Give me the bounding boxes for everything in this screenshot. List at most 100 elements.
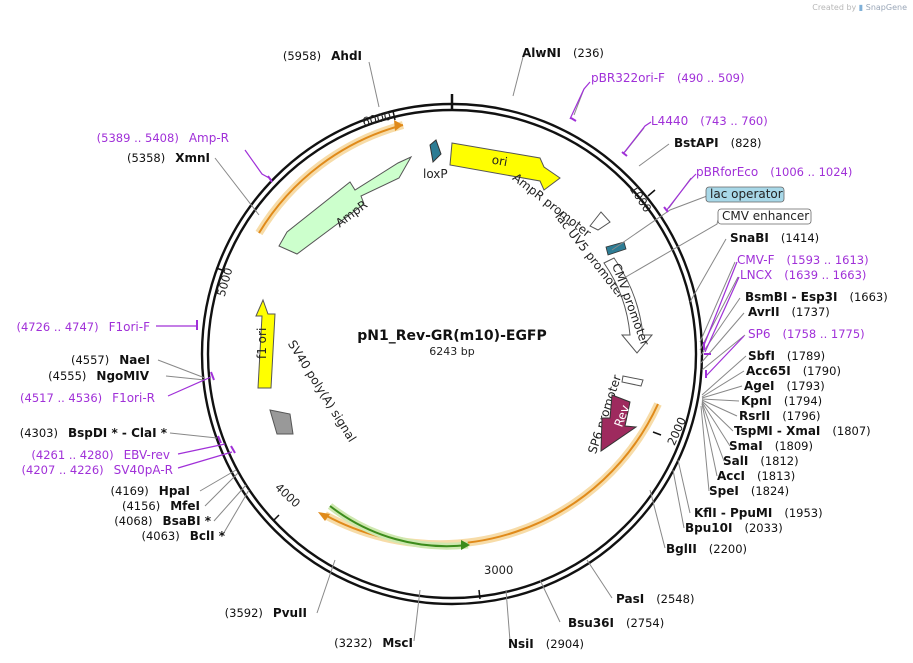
tick-2000 <box>652 431 662 436</box>
credit-brand: SnapGene <box>865 3 907 12</box>
lac-operator-box <box>705 186 785 203</box>
enzyme-msci: (3232)MscI <box>334 636 413 650</box>
leader-nsii <box>505 589 511 642</box>
leader-cmvf <box>699 261 736 343</box>
snapgene-credit: Created by ▮ SnapGene <box>812 3 907 12</box>
primer-leaders <box>156 81 745 469</box>
leader-acc65i <box>701 370 745 398</box>
leader-bsabi <box>213 484 247 522</box>
primer-leader-lncx <box>704 276 740 353</box>
enzyme-bspdi-clai: (4303)BspDI * - ClaI * <box>20 426 168 440</box>
tick-6000 <box>392 110 396 121</box>
leader-bsu36i <box>539 579 561 623</box>
green-feature-arrowhead <box>461 540 470 550</box>
primer-leader-cmvf <box>703 261 738 346</box>
leader-pasi <box>586 559 613 599</box>
ampr-promoter-arrow <box>589 211 611 231</box>
f1-ori-label: f1 ori <box>255 328 269 359</box>
enzyme-ahdi: (5958)AhdI <box>283 49 362 63</box>
f1-ori-feature-arrow <box>255 298 276 389</box>
enzyme-labels-right: AlwNI(236) BstAPI(828) SnaBI(1414) BsmBI… <box>508 46 888 651</box>
lac-operator-label: lac operator <box>710 187 783 201</box>
enzyme-hpai: (4169)HpaI <box>111 484 190 498</box>
leader-bglii <box>649 489 666 549</box>
enzyme-rsrii: RsrII(1796) <box>739 409 820 423</box>
primer-amp-r: (5389 .. 5408)Amp-R <box>97 131 229 145</box>
leader-avrii <box>700 312 745 364</box>
sv40-polya-label: SV40 poly(A) signal <box>285 338 359 445</box>
leader-lines <box>157 56 747 642</box>
lac-uv5-promoter-label: lac UV5 promoter <box>552 210 628 302</box>
leader-pvuii <box>316 559 336 614</box>
credit-prefix: Created by <box>812 3 857 12</box>
leader-alwni <box>512 56 524 97</box>
enzyme-sali: SalI(1812) <box>723 454 799 468</box>
leader-agei <box>701 385 743 399</box>
ampr-feature-arrow <box>278 155 413 255</box>
ampr-ring-arrowhead <box>394 120 403 131</box>
primer-leader-sv40 <box>177 451 233 469</box>
enzyme-kpni: KpnI(1794) <box>741 394 822 408</box>
ori-label: ori <box>491 153 509 169</box>
tick-label-3000: 3000 <box>484 563 513 577</box>
loxp-label: loxP <box>423 167 448 181</box>
primer-tick-ampr <box>267 175 273 183</box>
leader-tspmi <box>701 400 734 432</box>
primer-pbrforeco: pBRforEco(1006 .. 1024) <box>696 165 852 179</box>
tick-label-6000: 6000 <box>361 109 393 129</box>
primer-leader-pbr322ori <box>569 81 591 120</box>
green-feature-arc <box>329 505 469 548</box>
cmv-enhancer-label: CMV enhancer <box>722 209 809 223</box>
primer-f1ori-r: (4517 .. 4536)F1ori-R <box>20 391 155 405</box>
enzyme-pvuii: (3592)PvuII <box>225 606 307 620</box>
leader-acci <box>701 403 718 477</box>
ampr-ring-arc <box>258 124 404 234</box>
leader-lac-operator <box>611 195 708 251</box>
primer-cmv-f: CMV-F(1593 .. 1613) <box>737 253 869 267</box>
leader-naei <box>157 359 206 379</box>
sv40-polya-feature <box>269 409 294 435</box>
enzyme-bsabi: (4068)BsaBI * <box>114 514 211 528</box>
leader-rsrii <box>701 399 738 417</box>
primer-leader-l4440 <box>622 121 652 155</box>
enzyme-nsii: NsiI(2904) <box>508 637 584 651</box>
leader-xmni <box>214 157 260 216</box>
enzyme-bsu36i: Bsu36I(2754) <box>568 616 664 630</box>
enzyme-acc65i: Acc65I(1790) <box>746 364 841 378</box>
leader-spei <box>700 405 710 492</box>
enzyme-naei: (4557)NaeI <box>71 353 150 367</box>
plasmid-name: pN1_Rev-GR(m10)-EGFP <box>357 328 547 344</box>
leader-ngomiv <box>165 375 206 381</box>
primer-ebv-rev: (4261 .. 4280)EBV-rev <box>31 448 170 462</box>
ori-feature-arrow <box>449 142 561 191</box>
rev-feature-arrow <box>600 394 638 452</box>
enzyme-labels-left: (5958)AhdI (3232)MscI (3592)PvuII (4063)… <box>20 49 413 650</box>
enzyme-bpu10i: Bpu10I(2033) <box>685 521 783 535</box>
leader-sali <box>701 402 725 462</box>
enzyme-acci: AccI(1813) <box>717 469 795 483</box>
primer-tick-f1ori-r <box>210 371 215 381</box>
primer-sv40pa-r: (4207 .. 4226)SV40pA-R <box>22 463 173 477</box>
leader-bstapi <box>638 143 670 167</box>
enzyme-avrii: AvrII(1737) <box>748 305 830 319</box>
sp6-promoter-arrow <box>621 375 644 387</box>
leader-bpu10i <box>672 469 685 529</box>
tick-3000 <box>478 589 481 600</box>
leader-sbfi <box>701 355 747 396</box>
enzyme-xmni: (5358)XmnI <box>127 151 210 165</box>
primer-labels-right: pBR322ori-F(490 .. 509) L4440(743 .. 760… <box>591 71 869 341</box>
enzyme-pasi: PasI(2548) <box>616 592 694 606</box>
leader-msci <box>413 589 421 642</box>
primer-pbr322ori-f: pBR322ori-F(490 .. 509) <box>591 71 744 85</box>
leader-lncx <box>699 276 739 351</box>
tick-4000 <box>272 514 280 522</box>
leader-snabi <box>689 238 727 303</box>
primer-ticks <box>196 117 711 454</box>
primer-leader-sp6 <box>705 335 745 377</box>
enzyme-mfei: (4156)MfeI <box>122 499 200 513</box>
enzyme-bcli: (4063)BclI * <box>141 529 225 543</box>
enzyme-bstapi: BstAPI(828) <box>674 136 762 150</box>
enzyme-kfli-ppumi: KflI - PpuMI(1953) <box>694 506 823 520</box>
enzyme-bglii: BglII(2200) <box>666 542 747 556</box>
